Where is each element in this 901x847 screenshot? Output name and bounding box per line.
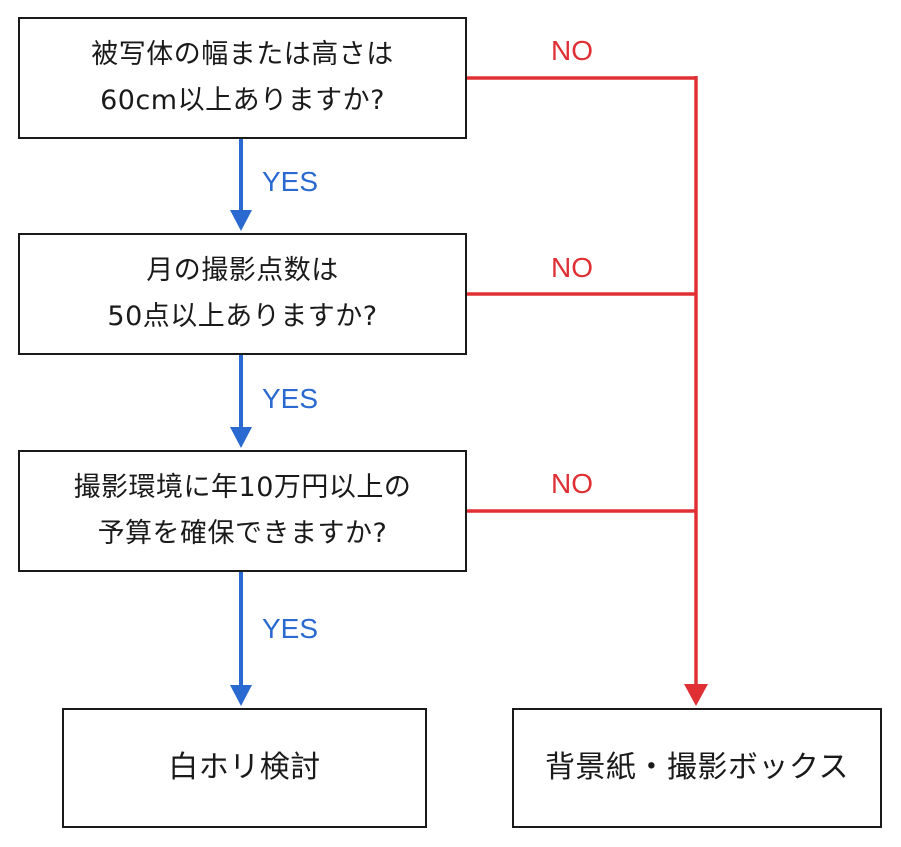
yes-label-3: YES — [262, 613, 319, 644]
question-monthly-count-line-1: 月の撮影点数は — [146, 255, 339, 286]
question-box-size: 被写体の幅または高さは 60cm以上ありますか? — [18, 17, 467, 139]
question-text-budget: 撮影環境に年10万円以上の 予算を確保できますか? — [74, 465, 412, 557]
yes-arrow-3-head — [230, 685, 252, 706]
question-monthly-count-line-2: 50点以上ありますか? — [107, 301, 378, 332]
question-text-size: 被写体の幅または高さは 60cm以上ありますか? — [91, 32, 394, 124]
yes-label-2: YES — [262, 383, 319, 414]
question-budget-line-2: 予算を確保できますか? — [97, 518, 388, 549]
result-text-backdrop-photo-box: 背景紙・撮影ボックス — [544, 750, 850, 785]
no-label-3: NO — [551, 468, 593, 499]
no-trunk-arrowhead — [684, 684, 708, 706]
result-box-white-cyclorama: 白ホリ検討 — [62, 708, 427, 828]
question-budget-line-1: 撮影環境に年10万円以上の — [73, 472, 412, 503]
question-box-budget: 撮影環境に年10万円以上の 予算を確保できますか? — [18, 450, 467, 572]
yes-arrow-1-head — [230, 210, 252, 231]
no-label-1: NO — [551, 35, 593, 66]
yes-arrow-2-head — [230, 427, 252, 448]
question-box-monthly-count: 月の撮影点数は 50点以上ありますか? — [18, 233, 467, 355]
no-connectors — [467, 76, 708, 706]
no-label-2: NO — [551, 252, 593, 283]
question-text-monthly-count: 月の撮影点数は 50点以上ありますか? — [107, 248, 377, 340]
question-size-line-1: 被写体の幅または高さは — [91, 39, 394, 70]
yes-arrows — [230, 139, 252, 706]
question-size-line-2: 60cm以上ありますか? — [100, 85, 385, 116]
yes-label-1: YES — [262, 166, 319, 197]
result-box-backdrop-photo-box: 背景紙・撮影ボックス — [512, 708, 882, 828]
result-text-white-cyclorama: 白ホリ検討 — [168, 750, 321, 785]
